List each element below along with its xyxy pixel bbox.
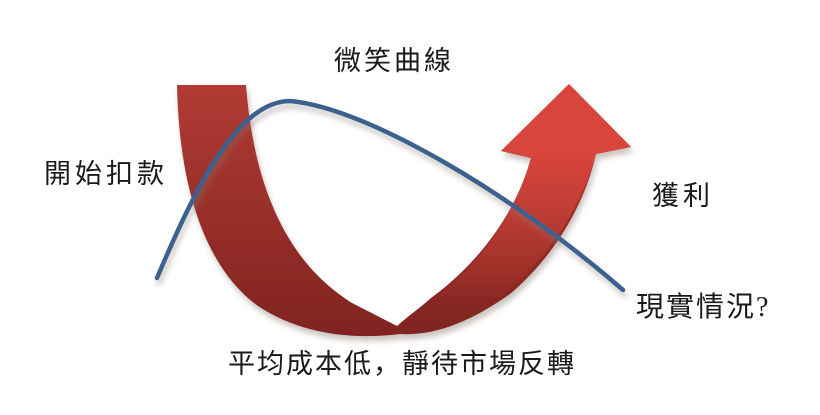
- label-profit: 獲利: [652, 181, 714, 211]
- smile-arrow-head: [501, 84, 631, 158]
- smile-arrow-shaft-highlight: [432, 154, 596, 310]
- diagram-title: 微笑曲線: [334, 46, 454, 76]
- label-reality: 現實情況?: [636, 292, 771, 323]
- label-caption: 平均成本低，靜待市場反轉: [228, 349, 576, 379]
- reality-curve: [154, 98, 626, 293]
- label-start-payments: 開始扣款: [44, 159, 168, 189]
- smile-arrow: [177, 84, 631, 337]
- reality-curve-line: [154, 98, 626, 293]
